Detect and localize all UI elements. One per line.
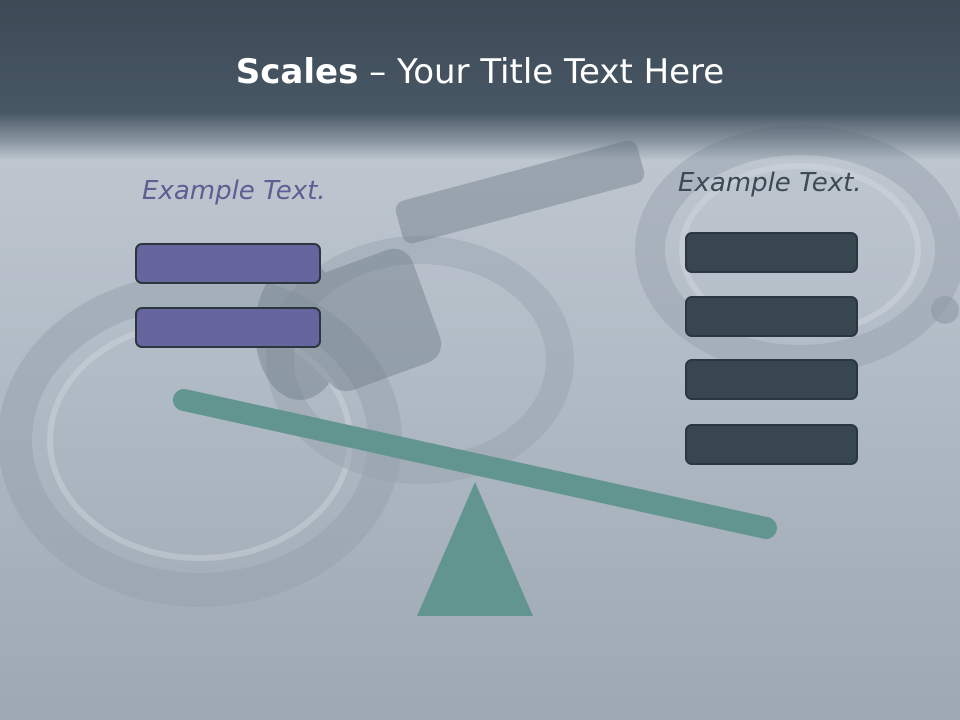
title-band	[0, 0, 960, 160]
right-weight-box-2[interactable]	[685, 296, 858, 337]
seesaw-fulcrum[interactable]	[417, 482, 533, 616]
slide-title-rest: – Your Title Text Here	[358, 52, 725, 92]
right-weight-box-1[interactable]	[685, 232, 858, 273]
right-weight-box-3[interactable]	[685, 359, 858, 400]
right-weight-box-4[interactable]	[685, 424, 858, 465]
left-weight-box-1[interactable]	[135, 243, 321, 284]
slide-title: Scales – Your Title Text Here	[0, 52, 960, 92]
seesaw-beam[interactable]	[173, 389, 777, 539]
left-example-label: Example Text.	[142, 176, 326, 206]
left-weight-box-2[interactable]	[135, 307, 321, 348]
slide-title-bold: Scales	[235, 52, 359, 92]
right-example-label: Example Text.	[678, 168, 862, 198]
